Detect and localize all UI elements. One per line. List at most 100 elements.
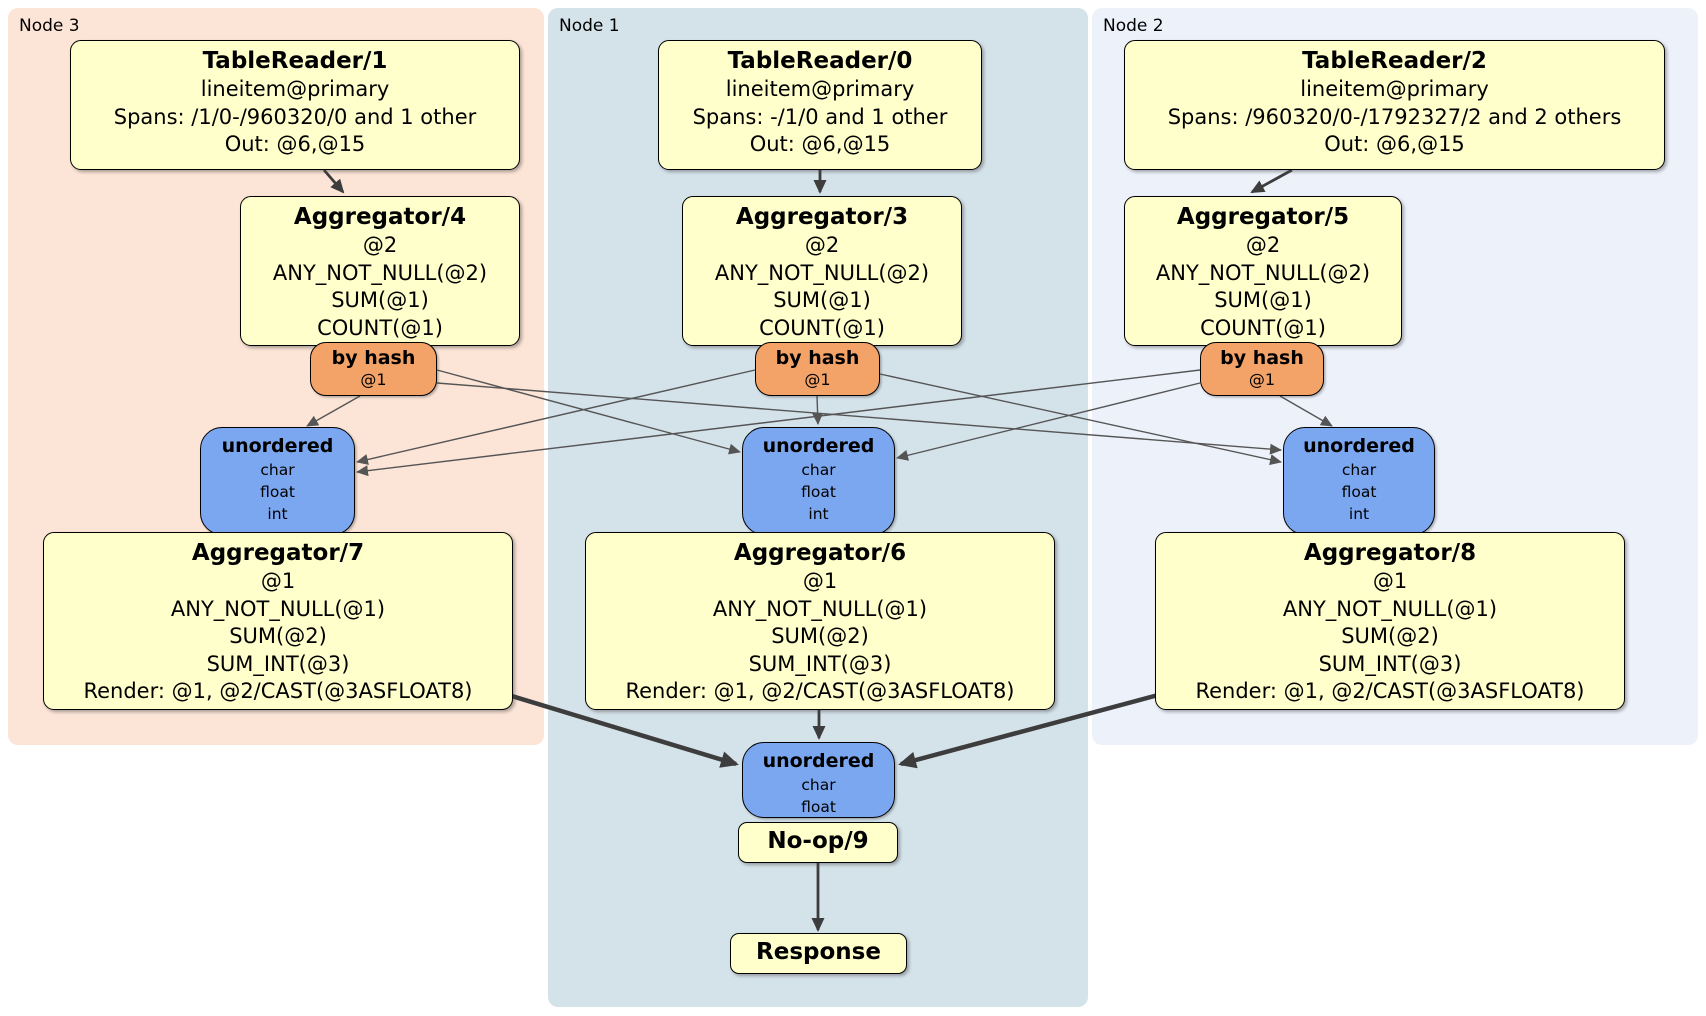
processor-spans: Spans: /1/0-/960320/0 and 1 other xyxy=(113,104,477,129)
edge-agg8-syncbottom xyxy=(898,691,1163,769)
processor-aggregator-8: Aggregator/8 @1 ANY_NOT_NULL(@1) SUM(@2)… xyxy=(1155,532,1625,710)
processor-title: Aggregator/6 xyxy=(733,540,907,566)
sync-stream-type: char xyxy=(260,461,295,479)
processor-noop-9: No-op/9 xyxy=(738,822,898,863)
region-node1-label: Node 1 xyxy=(559,16,620,36)
agg-func: SUM(@2) xyxy=(771,624,869,648)
processor-title: No-op/9 xyxy=(767,828,869,854)
agg-func: SUM_INT(@3) xyxy=(206,651,350,676)
processor-spans: Spans: /960320/0-/1792327/2 and 2 others xyxy=(1167,104,1622,129)
router-columns: @1 xyxy=(1248,370,1276,389)
agg-func: SUM(@2) xyxy=(229,624,327,648)
region-node2-label: Node 2 xyxy=(1103,16,1164,36)
processor-index: lineitem@primary xyxy=(200,77,390,101)
processor-aggregator-5: Aggregator/5 @2 ANY_NOT_NULL(@2) SUM(@1)… xyxy=(1124,196,1402,346)
agg-func: ANY_NOT_NULL(@1) xyxy=(170,596,386,621)
sync-stream-type: int xyxy=(267,505,288,523)
agg-func: SUM(@1) xyxy=(773,288,871,312)
agg-func: SUM(@1) xyxy=(1214,288,1312,312)
agg-func: SUM(@2) xyxy=(1341,624,1439,648)
agg-func: ANY_NOT_NULL(@1) xyxy=(712,596,928,621)
sync-stream-type: char xyxy=(1341,461,1377,479)
agg-func: ANY_NOT_NULL(@2) xyxy=(272,260,488,285)
edge-hashL-syncL xyxy=(306,395,361,427)
processor-tablereader-1: TableReader/1 lineitem@primary Spans: /1… xyxy=(70,40,520,170)
processor-title: TableReader/2 xyxy=(1302,48,1487,74)
sync-title: unordered xyxy=(1303,435,1415,457)
sync-unordered-final: unordered char float xyxy=(742,742,895,818)
processor-out: Out: @6,@15 xyxy=(224,132,366,156)
agg-func: COUNT(@1) xyxy=(317,315,443,340)
processor-title: Aggregator/8 xyxy=(1303,540,1477,566)
sync-unordered-node3: unordered char float int xyxy=(200,427,355,535)
sync-stream-type: char xyxy=(801,461,836,479)
edge-hashM-syncM xyxy=(812,395,824,425)
router-by-hash-node1: by hash @1 xyxy=(755,342,880,396)
edge-hashR-syncM xyxy=(896,382,1201,461)
edge-hashR-syncL xyxy=(356,369,1201,477)
processor-out: Out: @6,@15 xyxy=(1324,132,1465,156)
processor-title: Aggregator/3 xyxy=(735,204,909,230)
sync-title: unordered xyxy=(221,435,334,457)
edge-hashL-syncR xyxy=(436,382,1282,455)
processor-title: Response xyxy=(756,939,881,965)
router-by-hash-node3: by hash @1 xyxy=(310,342,437,396)
edge-hashR-syncR xyxy=(1279,395,1333,427)
agg-func: SUM_INT(@3) xyxy=(1318,651,1462,676)
agg-func: COUNT(@1) xyxy=(759,315,885,340)
agg-func: SUM(@1) xyxy=(331,288,429,312)
sync-stream-type: int xyxy=(1348,505,1370,523)
processor-aggregator-7: Aggregator/7 @1 ANY_NOT_NULL(@1) SUM(@2)… xyxy=(43,532,513,710)
router-columns: @1 xyxy=(804,370,831,389)
agg-render-expr: Render: @1, @2/CAST(@3ASFLOAT8) xyxy=(83,679,473,703)
processor-aggregator-4: Aggregator/4 @2 ANY_NOT_NULL(@2) SUM(@1)… xyxy=(240,196,520,346)
agg-render-expr: Render: @1, @2/CAST(@3ASFLOAT8) xyxy=(625,679,1015,703)
agg-func: ANY_NOT_NULL(@2) xyxy=(714,260,930,285)
sync-unordered-node2: unordered char float int xyxy=(1283,427,1435,535)
edge-tr1-agg4 xyxy=(322,169,345,194)
sync-stream-type: float xyxy=(260,483,295,501)
processor-title: TableReader/0 xyxy=(727,48,913,74)
router-by-hash-node2: by hash @1 xyxy=(1200,342,1324,396)
region-node3-label: Node 3 xyxy=(19,16,80,36)
agg-group-cols: @1 xyxy=(260,569,296,593)
agg-func: COUNT(@1) xyxy=(1200,315,1326,340)
sync-stream-type: float xyxy=(801,798,836,816)
router-title: by hash xyxy=(1220,347,1304,369)
edge-agg7-syncbottom xyxy=(504,691,739,768)
agg-group-cols: @2 xyxy=(804,233,840,257)
sync-stream-type: int xyxy=(808,505,829,523)
edge-hashL-syncM xyxy=(436,369,741,455)
agg-group-cols: @2 xyxy=(362,233,398,257)
sync-stream-type: float xyxy=(801,483,836,501)
agg-group-cols: @1 xyxy=(802,569,838,593)
processor-response: Response xyxy=(730,933,907,974)
processor-title: TableReader/1 xyxy=(202,48,388,74)
edge-hashM-syncR xyxy=(879,373,1282,466)
processor-title: Aggregator/7 xyxy=(191,540,365,566)
router-title: by hash xyxy=(775,347,860,369)
processor-title: Aggregator/4 xyxy=(293,204,467,230)
sync-title: unordered xyxy=(762,435,875,457)
processor-index: lineitem@primary xyxy=(725,77,915,101)
agg-func: ANY_NOT_NULL(@1) xyxy=(1282,596,1498,621)
processor-title: Aggregator/5 xyxy=(1176,204,1350,230)
sync-stream-type: float xyxy=(1341,483,1377,501)
sync-unordered-node1: unordered char float int xyxy=(742,427,895,535)
processor-aggregator-6: Aggregator/6 @1 ANY_NOT_NULL(@1) SUM(@2)… xyxy=(585,532,1055,710)
processor-index: lineitem@primary xyxy=(1300,77,1489,101)
agg-func: ANY_NOT_NULL(@2) xyxy=(1155,260,1371,285)
agg-group-cols: @2 xyxy=(1245,233,1281,257)
processor-tablereader-0: TableReader/0 lineitem@primary Spans: -/… xyxy=(658,40,982,170)
processor-spans: Spans: -/1/0 and 1 other xyxy=(692,104,948,129)
processor-aggregator-3: Aggregator/3 @2 ANY_NOT_NULL(@2) SUM(@1)… xyxy=(682,196,962,346)
processor-out: Out: @6,@15 xyxy=(749,132,891,156)
agg-group-cols: @1 xyxy=(1372,569,1408,593)
router-title: by hash xyxy=(331,347,416,369)
sync-title: unordered xyxy=(762,750,875,772)
edge-tr2-agg5 xyxy=(1250,168,1293,194)
agg-func: SUM_INT(@3) xyxy=(748,651,892,676)
processor-tablereader-2: TableReader/2 lineitem@primary Spans: /9… xyxy=(1124,40,1665,170)
